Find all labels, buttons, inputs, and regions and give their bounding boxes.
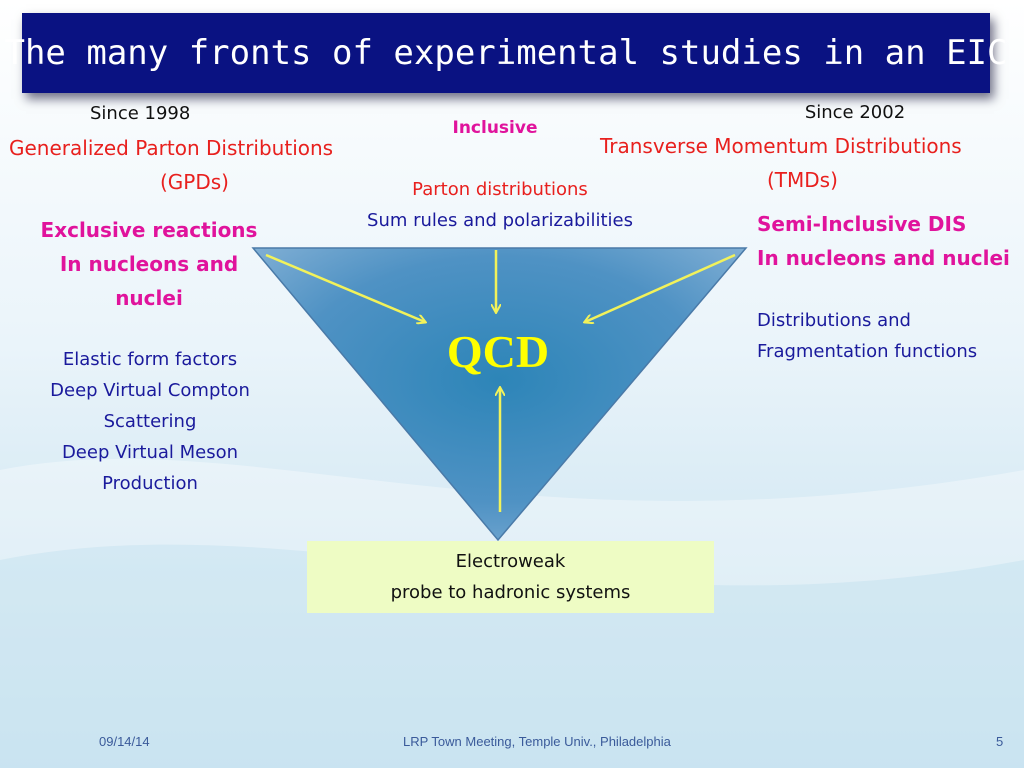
right-item: Fragmentation functions — [757, 341, 978, 362]
qcd-label: QCD — [447, 326, 549, 377]
tmd-title-line2: (TMDs) — [767, 168, 838, 192]
right-since: Since 2002 — [804, 102, 906, 123]
arrow-right — [585, 253, 736, 322]
exclusive-heading-1: Exclusive reactions — [40, 218, 258, 242]
sidis-heading-1: Semi-Inclusive DIS — [757, 212, 967, 236]
sum-rules: Sum rules and polarizabilities — [367, 210, 633, 231]
left-item: Scattering — [103, 411, 197, 432]
gpd-title-line2: (GPDs) — [160, 170, 229, 194]
footer-date: 09/14/14 — [99, 734, 150, 749]
left-item: Deep Virtual Compton — [50, 380, 250, 401]
left-since: Since 1998 — [90, 103, 191, 124]
sidis-heading-2: In nucleons and nuclei — [757, 246, 1010, 270]
parton-distributions: Parton distributions — [412, 179, 588, 200]
probe-line2: probe to hadronic systems — [390, 582, 631, 603]
gpd-title-line1: Generalized Parton Distributions — [9, 136, 334, 160]
inclusive-heading: Inclusive — [452, 118, 538, 138]
exclusive-heading-2: In nucleons and — [59, 252, 239, 276]
probe-line1: Electroweak — [455, 551, 566, 572]
right-item: Distributions and — [757, 310, 911, 331]
footer-page-number: 5 — [996, 734, 1004, 749]
left-item: Production — [102, 473, 198, 494]
exclusive-heading-3: nuclei — [115, 286, 183, 310]
tmd-title-line1: Transverse Momentum Distributions — [600, 134, 962, 158]
footer-event: LRP Town Meeting, Temple Univ., Philadel… — [403, 734, 671, 749]
arrow-left — [265, 253, 425, 322]
left-item: Elastic form factors — [62, 349, 238, 370]
probe-box: Electroweak probe to hadronic systems — [307, 541, 714, 613]
slide-title: The many fronts of experimental studies … — [4, 33, 1008, 73]
left-item: Deep Virtual Meson — [61, 442, 239, 463]
title-bar: The many fronts of experimental studies … — [4, 13, 1008, 93]
